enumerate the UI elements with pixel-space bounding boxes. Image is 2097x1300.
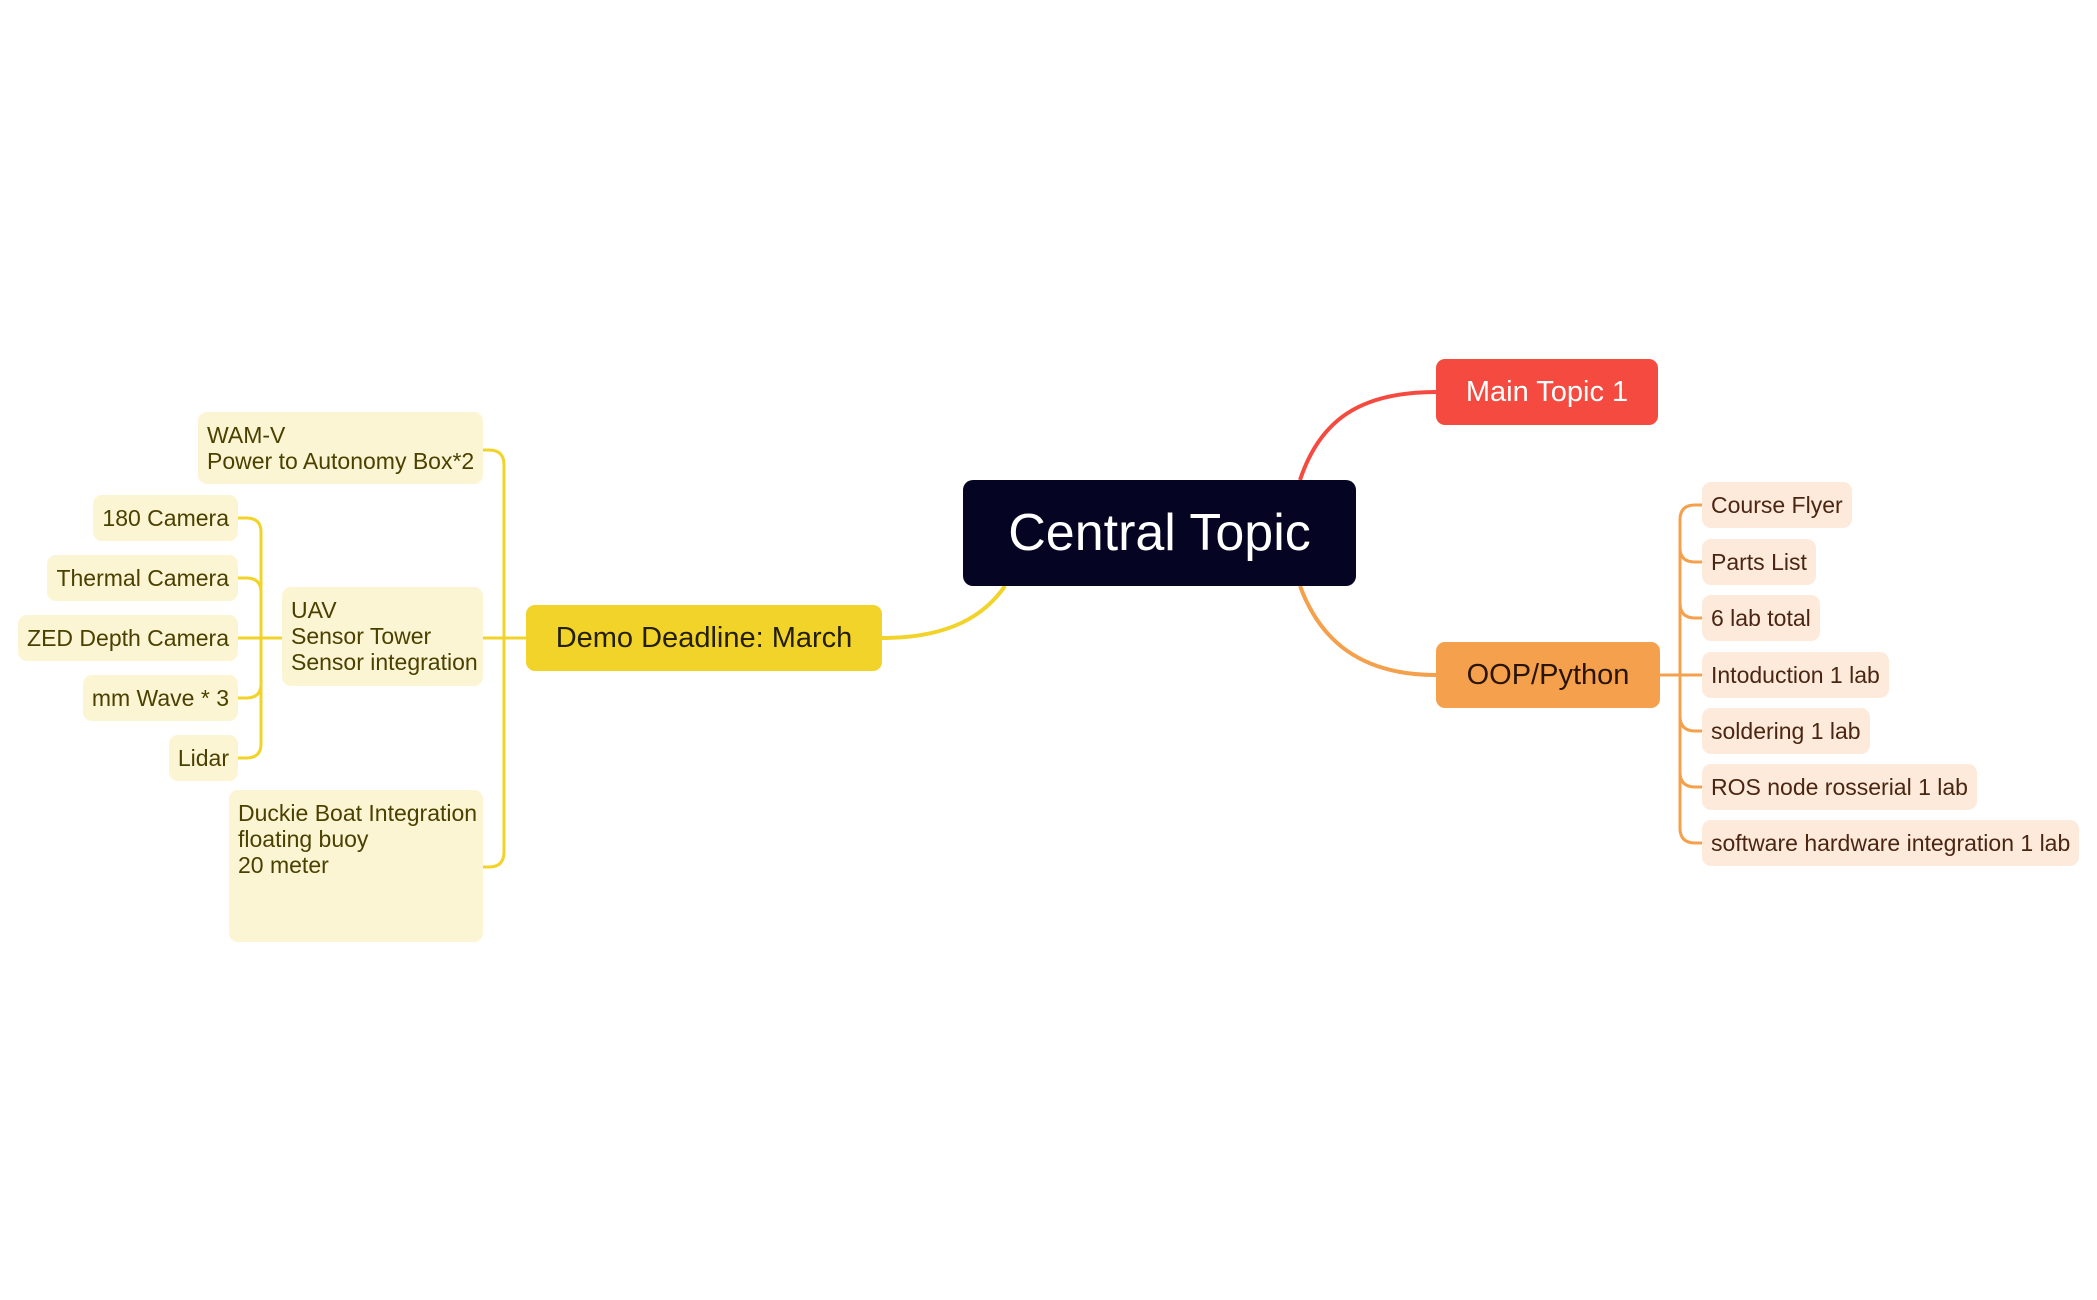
subtopic-line: floating buoy xyxy=(238,826,369,852)
subtopic-label: Thermal Camera xyxy=(56,564,229,591)
subtopic-180-camera[interactable]: 180 Camera xyxy=(93,495,238,541)
subtopic-duckie-boat[interactable]: Duckie Boat Integration floating buoy 20… xyxy=(229,790,483,942)
subtopic-mm-wave[interactable]: mm Wave * 3 xyxy=(82,675,238,721)
subtopic-wam-v[interactable]: WAM-V Power to Autonomy Box*2 xyxy=(198,412,483,484)
connector-central-main1 xyxy=(1298,390,1437,481)
main-topic-demo-deadline[interactable]: Demo Deadline: March xyxy=(526,605,882,671)
subtopic-uav[interactable]: UAV Sensor Tower Sensor integration xyxy=(282,587,483,686)
subtopic-line: UAV xyxy=(291,597,337,623)
central-topic-label: Central Topic xyxy=(1008,504,1311,562)
subtopic-label: ZED Depth Camera xyxy=(27,624,229,651)
subtopic-line: 20 meter xyxy=(238,852,329,878)
subtopic-line: Power to Autonomy Box*2 xyxy=(207,448,475,474)
subtopic-label: soldering 1 lab xyxy=(1711,717,1861,744)
subtopic-line: Duckie Boat Integration xyxy=(238,800,478,826)
subtopic-zed-depth-camera[interactable]: ZED Depth Camera xyxy=(18,615,238,661)
subtopic-line: WAM-V xyxy=(207,422,286,448)
subtopic-lab-total[interactable]: 6 lab total xyxy=(1702,595,1820,641)
connector-central-demo xyxy=(881,584,1007,640)
demo-deadline-label: Demo Deadline: March xyxy=(555,621,853,654)
subtopic-label: Course Flyer xyxy=(1711,491,1843,518)
subtopic-label: 6 lab total xyxy=(1711,604,1811,631)
main-topic-oop-python[interactable]: OOP/Python xyxy=(1436,642,1660,708)
connector-demo-bracket xyxy=(483,448,526,869)
subtopic-label: Lidar xyxy=(177,744,229,771)
subtopic-thermal-camera[interactable]: Thermal Camera xyxy=(47,555,238,601)
subtopic-ros-node-lab[interactable]: ROS node rosserial 1 lab xyxy=(1702,764,1977,810)
subtopic-soldering-lab[interactable]: soldering 1 lab xyxy=(1702,708,1870,754)
main-topic-1-label: Main Topic 1 xyxy=(1465,375,1629,408)
oop-python-label: OOP/Python xyxy=(1466,658,1630,691)
subtopic-label: ROS node rosserial 1 lab xyxy=(1711,773,1968,800)
subtopic-label: mm Wave * 3 xyxy=(91,684,229,711)
subtopic-lidar[interactable]: Lidar xyxy=(168,735,238,781)
connector-uav-bracket xyxy=(238,516,282,760)
subtopic-line: Sensor Tower xyxy=(291,623,432,649)
subtopic-line: Sensor integration xyxy=(291,649,478,675)
central-topic[interactable]: Central Topic xyxy=(963,480,1356,586)
subtopic-course-flyer[interactable]: Course Flyer xyxy=(1702,482,1852,528)
subtopic-label: software hardware integration 1 lab xyxy=(1711,829,2071,856)
subtopic-label: 180 Camera xyxy=(102,504,229,531)
subtopic-parts-list[interactable]: Parts List xyxy=(1702,539,1816,585)
connector-central-oop xyxy=(1298,585,1437,677)
subtopic-label: Intoduction 1 lab xyxy=(1711,661,1880,688)
main-topic-1[interactable]: Main Topic 1 xyxy=(1436,359,1658,425)
subtopic-label: Parts List xyxy=(1711,548,1807,575)
subtopic-introduction-lab[interactable]: Intoduction 1 lab xyxy=(1702,652,1889,698)
subtopic-software-hardware-lab[interactable]: software hardware integration 1 lab xyxy=(1702,820,2080,866)
connector-oop-bracket xyxy=(1660,503,1702,845)
